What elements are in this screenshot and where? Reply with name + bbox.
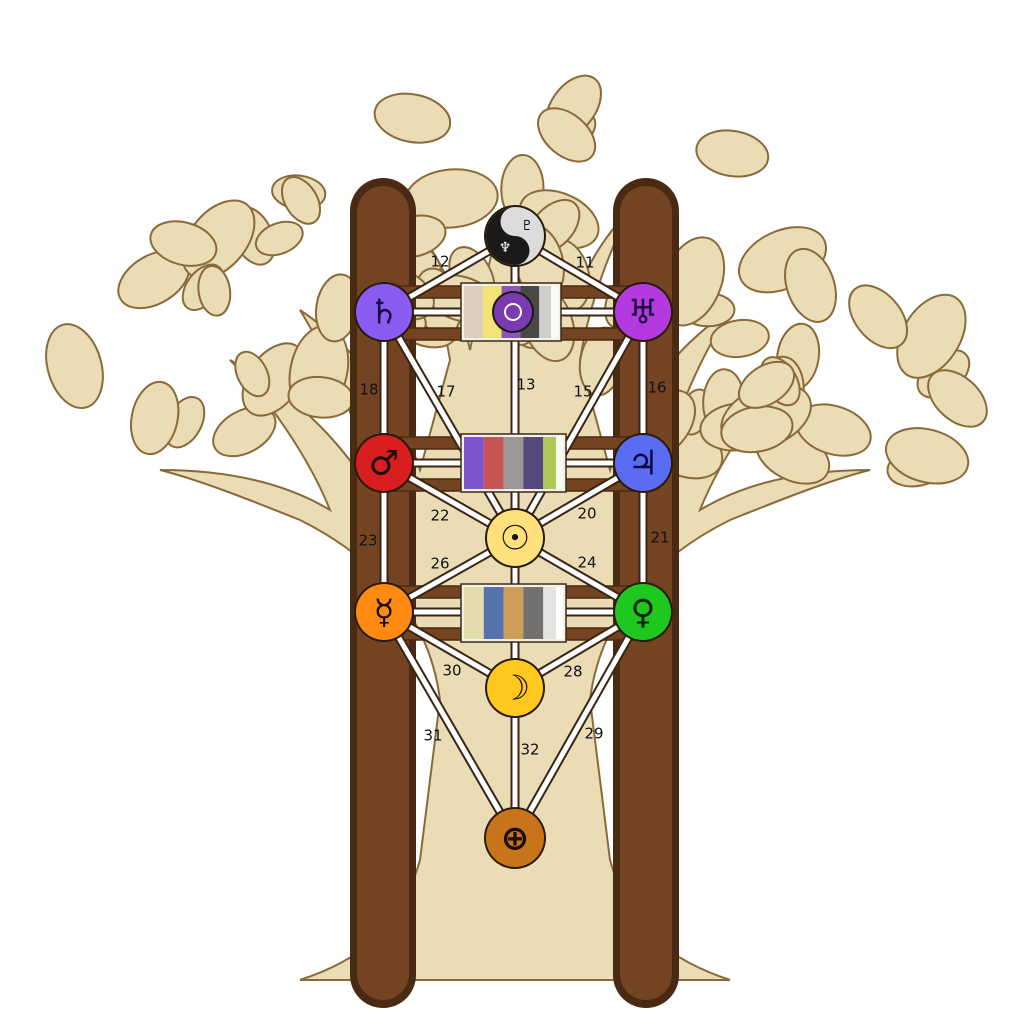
tree-leaf [373, 92, 452, 144]
path-29 [512, 610, 646, 840]
tarot-card-middle-card [460, 433, 567, 493]
tarot-card-upper-card [460, 282, 562, 342]
path-number-label: 20 [577, 505, 596, 523]
tree-leaf [45, 323, 104, 410]
path-number-label: 32 [520, 741, 539, 759]
tarot-cards [460, 282, 567, 643]
tree-leaf [280, 176, 322, 225]
tree-leaf [896, 293, 967, 379]
earth-symbol-icon: ⊕ [501, 819, 530, 859]
path-number-label: 15 [573, 383, 592, 401]
sephirah-saturn: ♄ [354, 282, 414, 342]
mercury-symbol-icon: ☿ [374, 593, 395, 633]
path-number-label: 12 [430, 253, 449, 271]
card-title-strip [551, 286, 558, 338]
saturn-symbol-icon: ♄ [369, 293, 399, 333]
mars-symbol-icon: ♂ [369, 444, 399, 484]
tree-leaf [197, 264, 232, 317]
sephirah-earth: ⊕ [484, 807, 546, 869]
yin-yang-icon [486, 207, 530, 265]
node-disc [615, 584, 671, 640]
path-number-label: 26 [430, 555, 449, 573]
node-disc [486, 809, 544, 867]
card-art-patch [464, 587, 484, 639]
card-art-patch [503, 587, 524, 639]
card-title-strip [556, 437, 563, 489]
path-31 [381, 610, 518, 840]
sephirah-uranus: ♅ [613, 282, 673, 342]
sephirah-mars: ♂ [354, 433, 414, 493]
path-number-label: 17 [436, 383, 455, 401]
node-disc [615, 435, 671, 491]
card-art-wheel [492, 291, 534, 333]
jupiter-symbol-icon: ♃ [628, 444, 658, 484]
path-number-label: 21 [650, 529, 669, 547]
sun-symbol-icon: ☉ [500, 519, 530, 559]
sephirah-crown: ♆♇ [484, 205, 546, 267]
moon-symbol-icon: ☽ [500, 669, 530, 709]
path-number-label: 13 [516, 376, 535, 394]
path-number-label: 28 [563, 663, 582, 681]
card-art-patch [464, 286, 483, 338]
node-disc [487, 660, 543, 716]
venus-symbol-icon: ♀ [631, 593, 656, 633]
sephirah-sun: ☉ [485, 508, 545, 568]
tree-leaf [884, 427, 970, 485]
sephirah-moon: ☽ [485, 658, 545, 718]
path-number-label: 23 [358, 532, 377, 550]
sephirah-mercury: ☿ [354, 582, 414, 642]
uranus-symbol-icon: ♅ [628, 293, 658, 333]
path-17 [381, 310, 518, 540]
tree-leaf [695, 129, 770, 178]
card-art-patch [483, 437, 504, 489]
card-title-strip [556, 587, 563, 639]
node-disc [356, 584, 412, 640]
sephirah-jupiter: ♃ [613, 433, 673, 493]
node-disc [487, 510, 543, 566]
tree-leaf [149, 220, 218, 267]
neptune-symbol-icon: ♆ [499, 240, 512, 256]
path-number-label: 30 [442, 662, 461, 680]
tree-leaf [927, 369, 988, 428]
tree-leaf [234, 350, 271, 398]
card-art-patch [464, 437, 484, 489]
tree-leaf [737, 360, 796, 409]
tree-leaf [848, 284, 909, 350]
path-number-label: 31 [423, 727, 442, 745]
card-art-patch [523, 587, 544, 639]
tarot-card-lower-card [460, 583, 567, 643]
path-number-label: 16 [647, 379, 666, 397]
tree-leaf [130, 380, 180, 456]
path-number-label: 24 [577, 554, 596, 572]
path-15 [512, 310, 646, 540]
card-art-patch [483, 587, 504, 639]
tree-leaf [784, 247, 837, 323]
path-number-label: 29 [584, 725, 603, 743]
node-disc [615, 284, 671, 340]
sephirah-venus: ♀ [613, 582, 673, 642]
pluto-symbol-icon: ♇ [521, 218, 534, 234]
card-art-spiral [504, 303, 522, 321]
sephirot-nodes: ♆♇♄♅♂♃☉☿♀☽⊕ [354, 205, 673, 869]
path-number-label: 11 [575, 254, 594, 272]
card-art-patch [523, 437, 544, 489]
tree-leaf [212, 406, 277, 458]
tree-leaf [537, 107, 597, 163]
node-disc [356, 284, 412, 340]
path-number-labels: 11 12 13 15 16 17 18 20 21 22 23 24 26 28 29 30 31 32 [358, 253, 669, 759]
path-number-label: 18 [359, 381, 378, 399]
node-disc [356, 435, 412, 491]
path-number-label: 22 [430, 507, 449, 525]
card-art-patch [503, 437, 524, 489]
tree-leaf [709, 318, 770, 359]
tree-leaf [254, 220, 304, 257]
